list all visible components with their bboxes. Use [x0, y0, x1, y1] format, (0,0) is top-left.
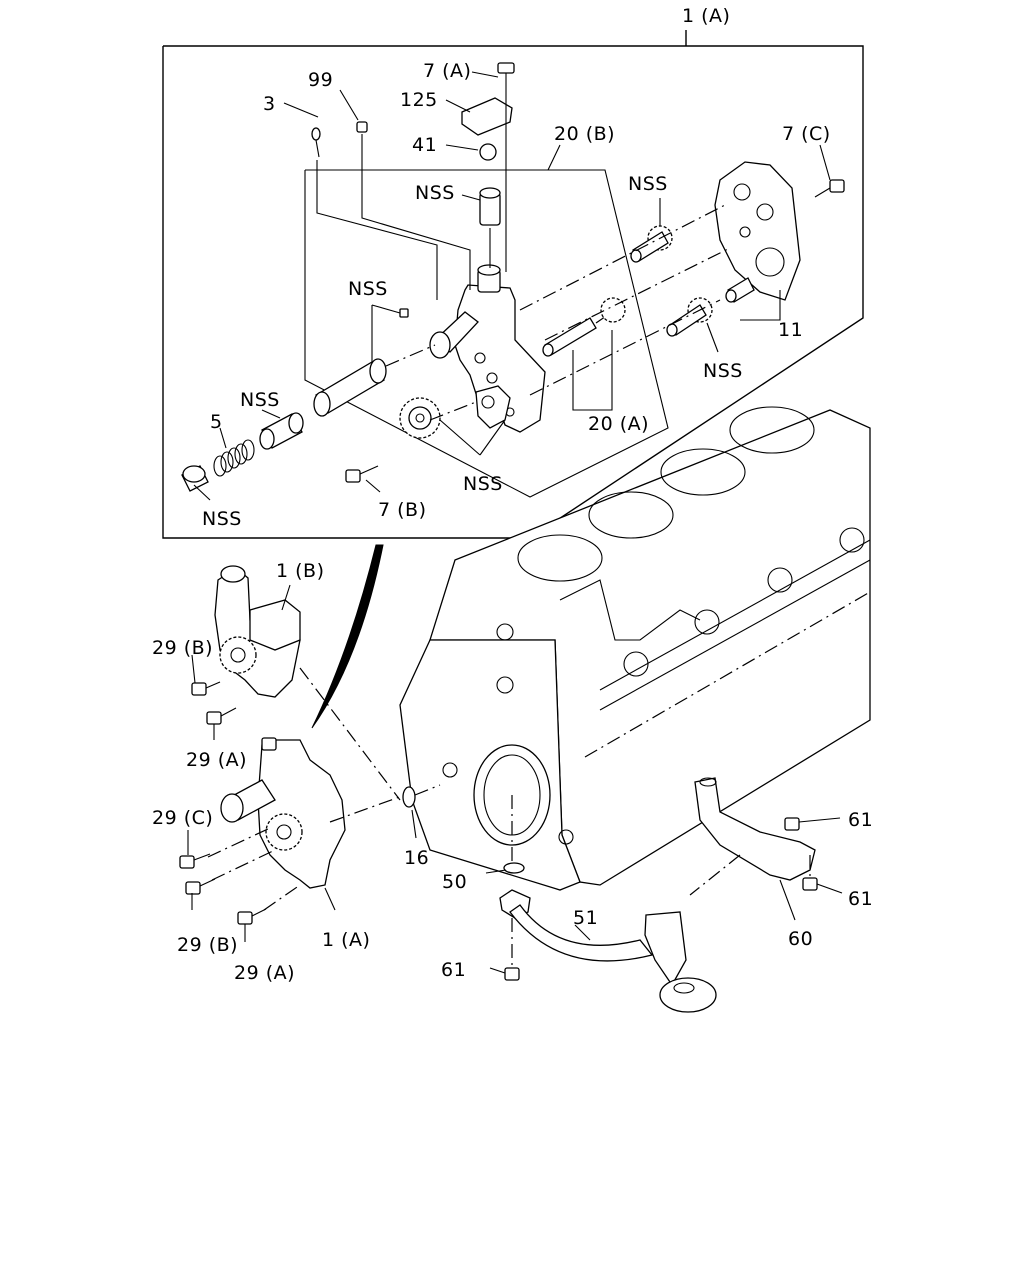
label-1b: 1 (B): [276, 560, 325, 582]
label-nss-top: NSS: [415, 182, 455, 204]
label-61-left: 61: [441, 959, 466, 981]
detail-box-oil-pump: [162, 30, 864, 539]
label-29b-bottom: 29 (B): [177, 934, 238, 956]
engine-block: [399, 406, 871, 891]
label-29a-bottom: 29 (A): [234, 962, 295, 984]
o-ring-16: [402, 784, 441, 839]
callout-pointer: [311, 544, 384, 729]
label-29c: 29 (C): [152, 807, 213, 829]
label-nss-bolt: NSS: [348, 278, 388, 300]
label-51: 51: [573, 907, 598, 929]
label-50: 50: [442, 871, 467, 893]
label-29a-top: 29 (A): [186, 749, 247, 771]
label-61-top: 61: [848, 809, 873, 831]
label-41: 41: [412, 134, 437, 156]
label-20b: 20 (B): [554, 123, 615, 145]
label-5: 5: [210, 411, 223, 433]
label-20a: 20 (A): [588, 413, 649, 435]
label-99: 99: [308, 69, 333, 91]
pump-assembly-1a: [179, 667, 406, 942]
label-7a: 7 (A): [423, 60, 471, 82]
label-61-mid: 61: [848, 888, 873, 910]
part-labels: 1 (A) 7 (A) 99 3 125 41 20 (B) 7 (C) NSS…: [152, 5, 873, 984]
label-7b: 7 (B): [378, 499, 427, 521]
label-125: 125: [400, 89, 438, 111]
pump-housing-detail: [181, 62, 845, 501]
label-7c: 7 (C): [782, 123, 831, 145]
label-nss-bottom: NSS: [202, 508, 242, 530]
label-11: 11: [778, 319, 803, 341]
label-nss-gear-right: NSS: [628, 173, 668, 195]
label-60: 60: [788, 928, 813, 950]
label-1a-top: 1 (A): [682, 5, 730, 27]
label-1a-bottom: 1 (A): [322, 929, 370, 951]
bracket-60: [689, 777, 843, 921]
oil-strainer-pipe: [485, 862, 717, 1013]
label-nss-mid: NSS: [463, 473, 503, 495]
pump-assembly-1b: [191, 565, 301, 740]
label-29b-top: 29 (B): [152, 637, 213, 659]
label-3: 3: [263, 93, 276, 115]
label-nss-gear-lower: NSS: [703, 360, 743, 382]
label-nss-plunger: NSS: [240, 389, 280, 411]
label-16: 16: [404, 847, 429, 869]
